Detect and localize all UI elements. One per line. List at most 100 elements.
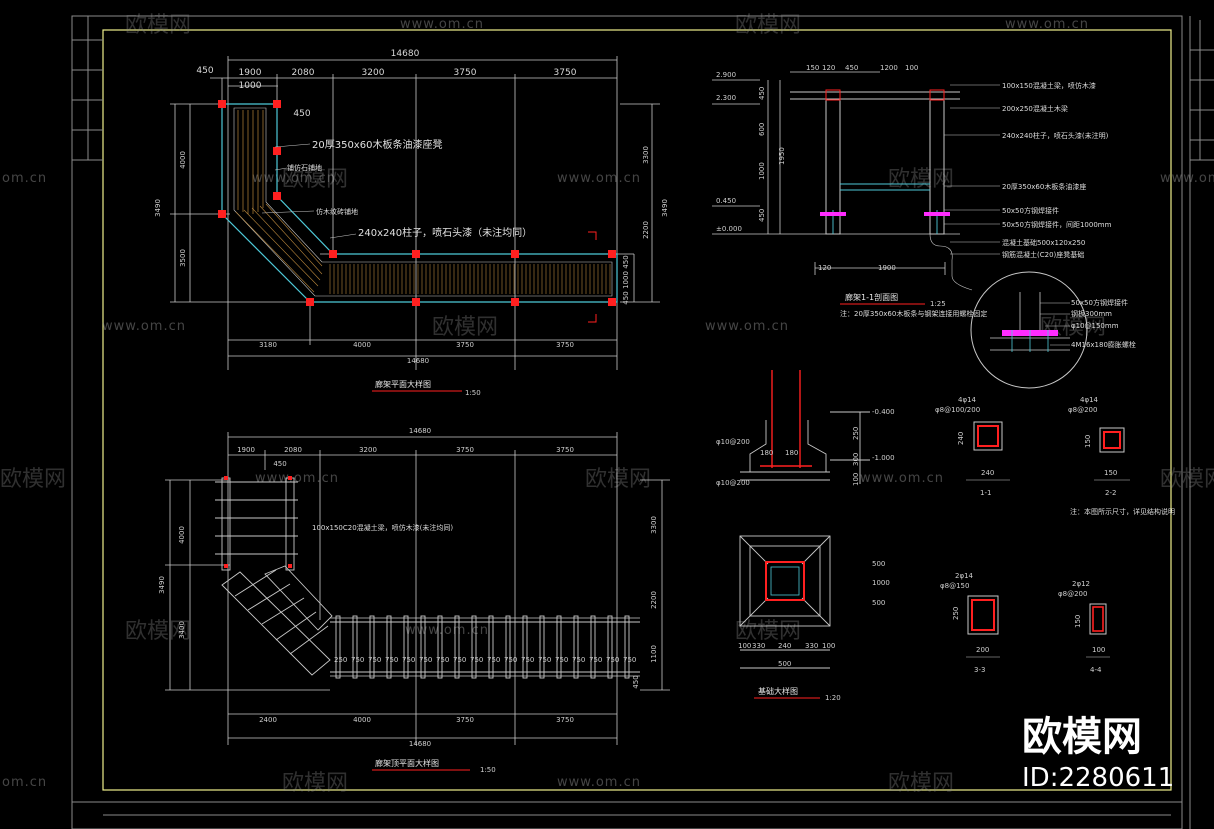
section-cut-size: 240	[957, 432, 965, 445]
section-note: 注：本图所示尺寸，详见结构说明	[1070, 507, 1175, 516]
watermark-site: www.om.cn	[252, 171, 336, 186]
roof-bay-dim: 750	[351, 656, 364, 664]
footing-dim: 180	[785, 449, 798, 457]
note-column: 240x240柱子，喷石头漆（未注均同）	[358, 226, 532, 239]
section-label: 20厚350x60木板条油漆座	[1002, 182, 1086, 191]
column-marker	[608, 250, 616, 258]
section-cut-rebar: 2φ12	[1072, 580, 1090, 588]
watermark-layer: 欧模网 www.om.cn 欧模网 www.om.cn om.cn www.om…	[0, 13, 1214, 796]
corridor-plan-detail: 14680 450 1900 2080 3200 3750 3750 1000 …	[154, 49, 669, 397]
section-top-dim: 1200	[880, 64, 898, 72]
footing-plan-dim: 330	[752, 642, 765, 650]
column-marker	[412, 250, 420, 258]
section-cut-rebar: 4φ14	[1080, 396, 1099, 404]
section-cut-label: 3-3	[974, 666, 985, 674]
roof-rafter	[420, 615, 426, 679]
roof-column-marks	[224, 476, 292, 568]
roof-rafter	[522, 615, 528, 679]
watermark-brand: 欧模网	[1160, 467, 1214, 492]
watermark-site: www.om.cn	[860, 471, 944, 486]
roof-dim-left: 3490	[158, 576, 166, 594]
section-cut-label: 1-1	[980, 489, 991, 497]
roof-bay-dim: 750	[419, 656, 432, 664]
section-level: 2.900	[716, 71, 736, 79]
section-cut-stirrup: φ8@200	[1068, 406, 1097, 414]
dim-right: 3300	[642, 146, 650, 164]
watermark-site: www.om.cn	[400, 17, 484, 32]
footing-dim: 180	[760, 449, 773, 457]
roof-rafters	[335, 615, 630, 679]
roof-rafter	[335, 615, 341, 679]
note-pave: 铺仿石铺地	[287, 163, 322, 172]
roof-bay-dim: 750	[589, 656, 602, 664]
watermark-site: www.om.cn	[1160, 171, 1214, 186]
roof-rafter	[386, 615, 392, 679]
dim-bottom: 3750	[456, 341, 474, 349]
column-sections: 1-1 4φ14 φ8@100/200 240 240 2-2 4φ14 φ8@…	[935, 396, 1175, 674]
roof-dim-right: 2200	[650, 591, 658, 609]
roof-rafter	[556, 615, 562, 679]
roof-dim-bottom-total: 14680	[409, 740, 431, 748]
footing-right-dim: 100	[852, 473, 860, 486]
dim-top: 3200	[362, 68, 385, 78]
dim-top: 3750	[554, 68, 577, 78]
section-cut-stirrup: φ8@150	[940, 582, 969, 590]
footing-plan-right: 500	[872, 599, 885, 607]
roof-note-beam: 100x150C20混凝土梁，喷仿木漆(未注均同)	[312, 523, 453, 532]
footing-plan-dim: 240	[778, 642, 791, 650]
section-left-dim: 1950	[778, 147, 786, 165]
dim-left: 3500	[179, 249, 187, 267]
corner-brand: 欧模网 ID:2280611	[1022, 714, 1174, 793]
footing-rebar: φ10@200	[716, 438, 750, 446]
drawing-frame	[71, 15, 1214, 829]
roof-column-mark	[224, 564, 228, 568]
watermark-brand: 欧模网	[282, 771, 348, 796]
section-cut-rebar: 4φ14	[958, 396, 977, 404]
column-marker	[511, 250, 519, 258]
roof-dim-left: 4000	[178, 526, 186, 544]
section-left-dim: 450	[758, 209, 766, 222]
roof-bay-dim: 750	[572, 656, 585, 664]
section-title: 廊架1-1剖面图	[845, 292, 898, 302]
section-top-dim: 450	[845, 64, 858, 72]
watermark-site: om.cn	[2, 171, 47, 186]
footing-title: 基础大样图	[758, 686, 798, 696]
section-left-dim: 450	[758, 87, 766, 100]
roof-scale: 1:50	[480, 766, 496, 774]
roof-bay-dim: 750	[402, 656, 415, 664]
watermark-brand: 欧模网	[125, 13, 191, 38]
roof-dim-left: 3400	[178, 621, 186, 639]
detail-label: 钢板300mm	[1071, 309, 1112, 318]
footing-plan-right: 500	[872, 560, 885, 568]
roof-dim-right: 3300	[650, 516, 658, 534]
dim-top: 3750	[454, 68, 477, 78]
dim-bottom: 4000	[353, 341, 371, 349]
section-cut-size: 150	[1074, 615, 1082, 628]
dim-sub: 1000	[239, 81, 262, 91]
section-left-dim: 600	[758, 123, 766, 136]
roof-bay-dim: 250	[334, 656, 347, 664]
roof-rafter	[471, 615, 477, 679]
dim-left: 4000	[179, 151, 187, 169]
roof-column-mark	[224, 476, 228, 480]
dim-right: 1000	[622, 271, 630, 289]
watermark-site: www.om.cn	[1005, 17, 1089, 32]
watermark-brand: 欧模网	[888, 167, 954, 192]
roof-dim-top: 1900	[237, 446, 255, 454]
roof-dim-bottom: 4000	[353, 716, 371, 724]
roof-rafter	[539, 615, 545, 679]
watermark-site: www.om.cn	[405, 623, 489, 638]
section-cut-rebar: 2φ14	[955, 572, 974, 580]
roof-bay-dim: 750	[453, 656, 466, 664]
section-bottom-dim: 120	[818, 264, 831, 272]
section-cut-size: 250	[952, 607, 960, 620]
section-cut-dim: 240	[981, 469, 994, 477]
section-level: 0.450	[716, 197, 736, 205]
dim-left: 3490	[154, 199, 162, 217]
section-top-dim: 150	[806, 64, 819, 72]
column-marker	[218, 100, 226, 108]
roof-rafter	[454, 615, 460, 679]
footing-section: φ10@200 φ10@200 180 180 -0.400 -1.000 25…	[716, 370, 895, 702]
